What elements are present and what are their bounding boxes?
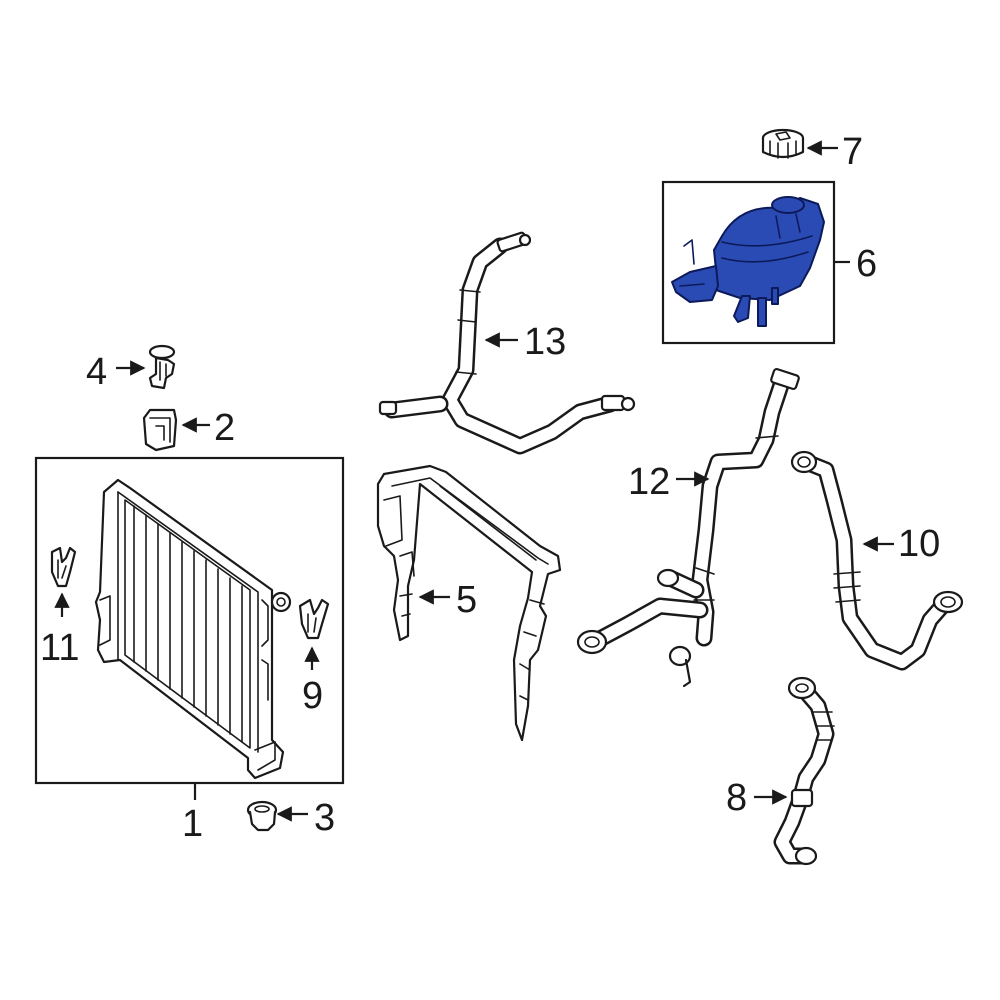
callout-7: 7 (842, 131, 863, 173)
hose-13[interactable] (378, 231, 636, 455)
air-guide-5[interactable] (376, 464, 562, 742)
reservoir-cap-7[interactable] (761, 128, 805, 159)
callout-10: 10 (898, 523, 940, 565)
callout-4: 4 (86, 351, 107, 393)
hose-12[interactable] (576, 368, 800, 688)
callout-3: 3 (314, 797, 335, 839)
callout-6: 6 (856, 243, 877, 285)
mount-bracket-2[interactable] (142, 408, 178, 452)
callout-1: 1 (182, 803, 203, 845)
callout-2: 2 (214, 407, 235, 449)
clip-11[interactable] (50, 546, 77, 588)
callout-9: 9 (302, 675, 323, 717)
callout-11: 11 (40, 627, 79, 669)
coolant-reservoir-6[interactable] (671, 196, 825, 327)
callout-8: 8 (726, 777, 747, 819)
grommet-3[interactable] (246, 800, 278, 832)
radiator[interactable] (94, 478, 292, 780)
hose-8[interactable] (773, 676, 835, 866)
clip-9[interactable] (298, 598, 330, 640)
push-pin-4[interactable] (148, 344, 176, 390)
callout-12: 12 (628, 461, 670, 503)
callout-13: 13 (524, 321, 566, 363)
callout-5: 5 (456, 579, 477, 621)
hose-10[interactable] (790, 450, 964, 671)
radiator-group-box (34, 456, 345, 785)
